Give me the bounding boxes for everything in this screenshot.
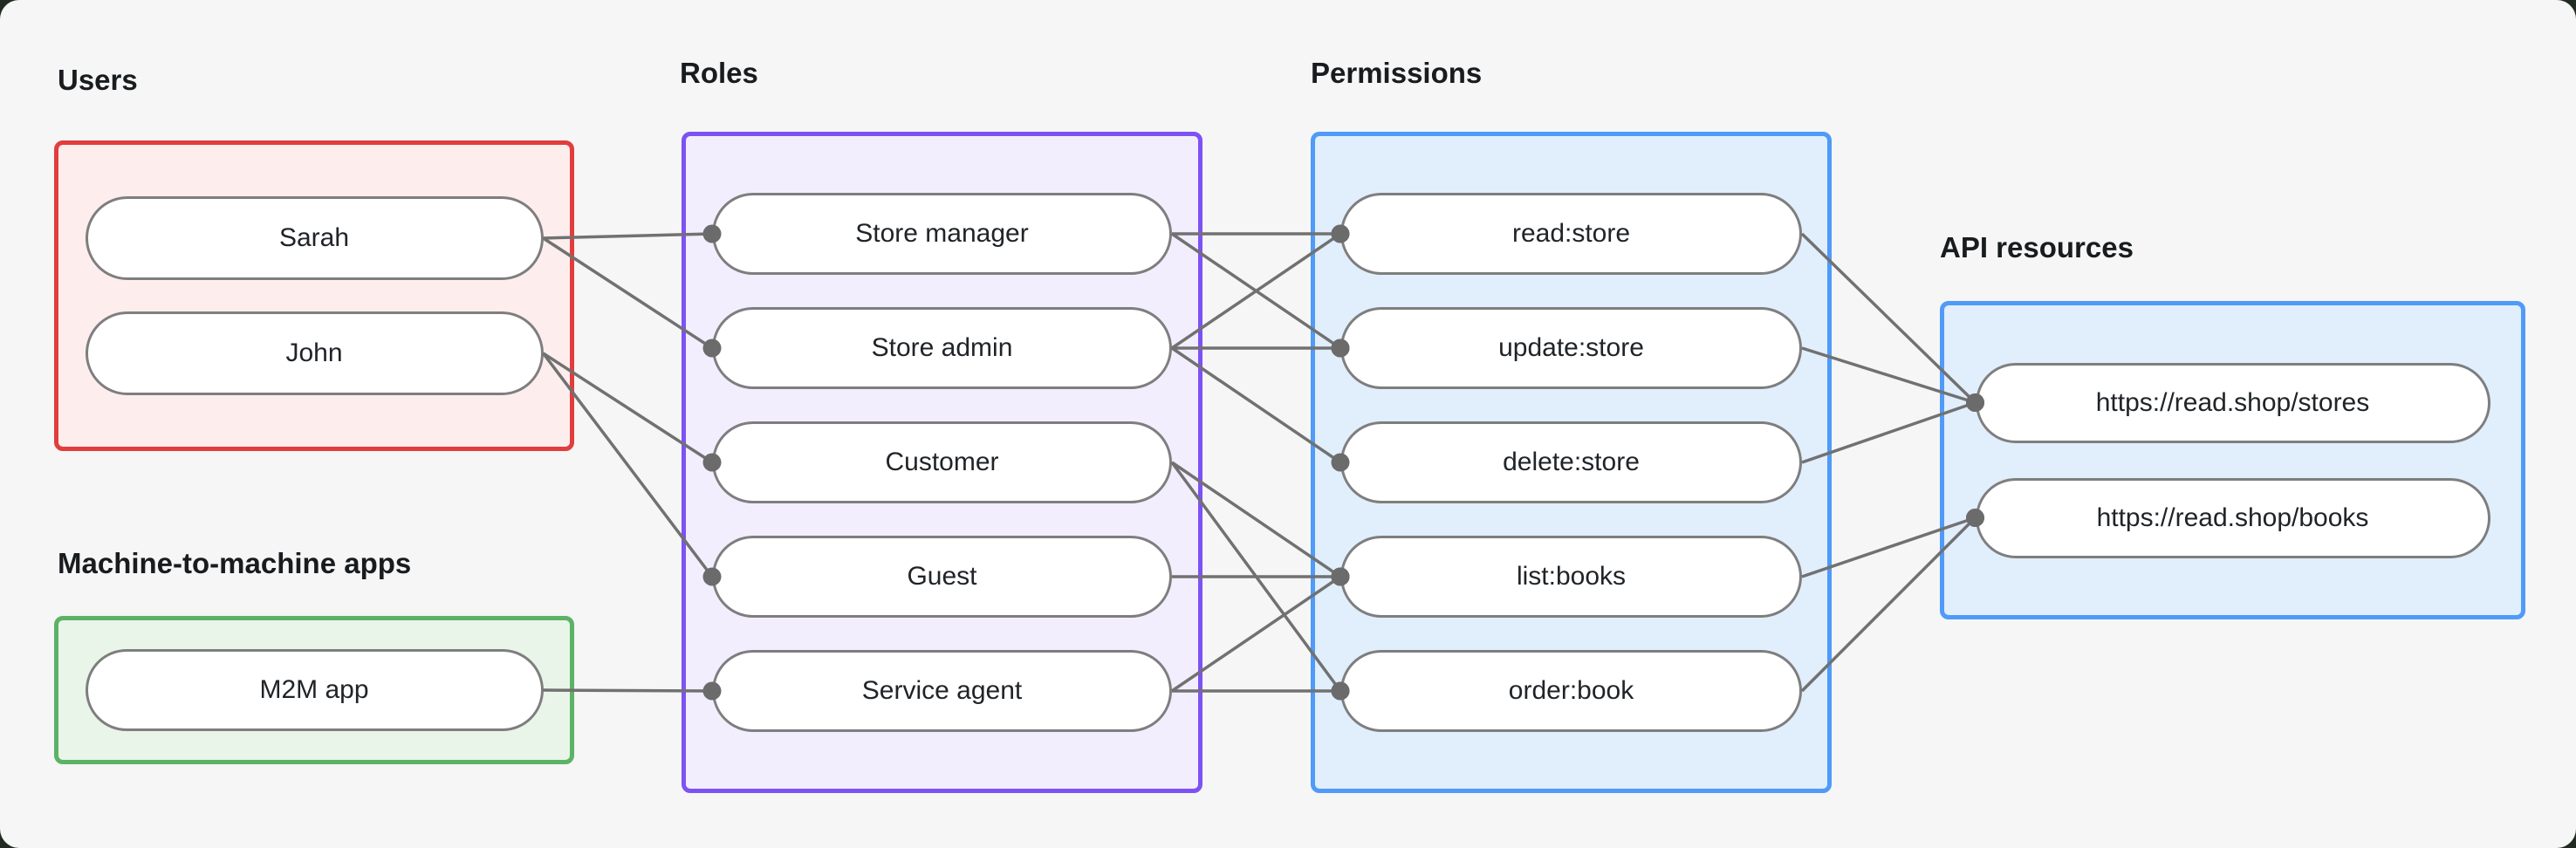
group-box-api-resources: https://read.shop/stores https://read.sho… [1940, 301, 2525, 619]
group-label-api-resources: API resources [1940, 231, 2134, 263]
node-pill-list-books: list:books [1340, 536, 1802, 618]
node-pill-sarah: Sarah [85, 196, 544, 280]
node-pill-delete-store: delete:store [1340, 421, 1802, 503]
group-label-roles: Roles [680, 57, 758, 89]
group-label-permissions: Permissions [1311, 57, 1483, 89]
group-label-machine-to-machine-apps: Machine-to-machine apps [58, 547, 412, 579]
node-pill-books-api: https://read.shop/books [1975, 477, 2490, 558]
node-pill-update-store: update:store [1340, 307, 1802, 389]
node-pill-store-admin: Store admin [712, 307, 1172, 389]
node-pill-customer: Customer [712, 421, 1172, 503]
node-pill-service-agent: Service agent [712, 650, 1172, 732]
group-label-users: Users [58, 64, 138, 96]
group-box-permissions: read:store update:store delete:store list:b… [1311, 132, 1832, 793]
node-pill-store-manager: Store manager [712, 193, 1172, 275]
node-pill-order-book: order:book [1340, 650, 1802, 732]
node-pill-stores-api: https://read.shop/stores [1975, 362, 2490, 443]
group-box-machine-to-machine-apps: M2M app [54, 616, 574, 764]
node-pill-read-store: read:store [1340, 193, 1802, 275]
node-pill-john: John [85, 311, 544, 395]
node-pill-m2m-app: M2M app [85, 649, 544, 731]
node-pill-guest: Guest [712, 536, 1172, 618]
